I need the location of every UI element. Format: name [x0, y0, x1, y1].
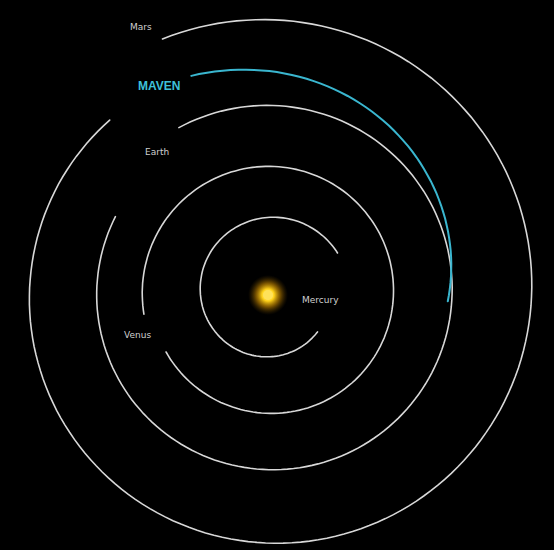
spacecraft-label: MAVEN [138, 79, 180, 93]
planet-label: Mercury [302, 295, 338, 306]
sun [248, 275, 288, 315]
mercury-orbit [200, 217, 337, 357]
maven-trajectory [191, 70, 451, 302]
planet-label: Venus [124, 330, 151, 341]
venus-orbit [142, 166, 393, 413]
planet-label: Earth [145, 147, 169, 158]
mars-orbit [29, 20, 531, 544]
earth-orbit [97, 105, 453, 469]
planet-label: Mars [130, 22, 152, 33]
sun-core [263, 290, 273, 300]
